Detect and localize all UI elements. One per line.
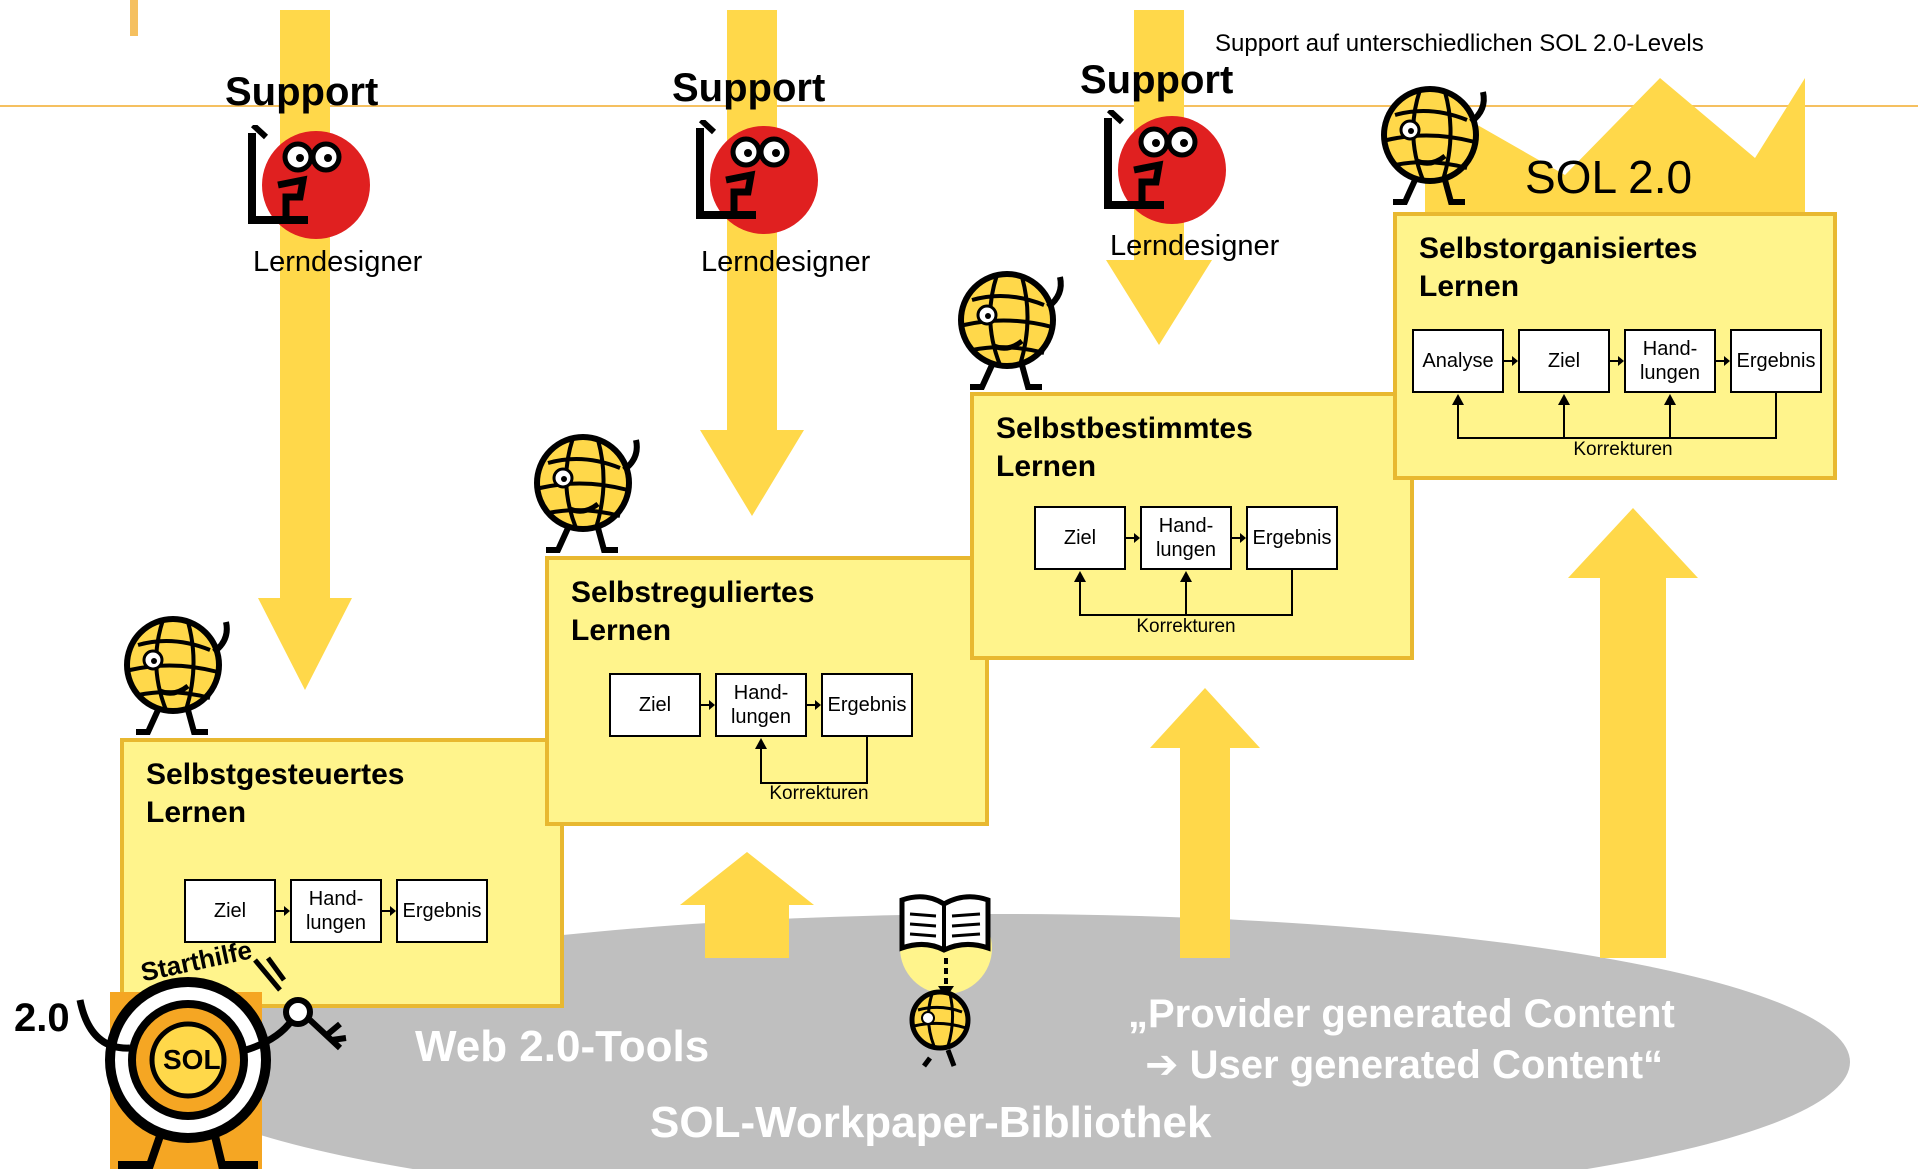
level-box-selbstorganisiert: Selbstorganisiertes Lernen Analyse Ziel … bbox=[1393, 212, 1837, 480]
level-title: Selbstbestimmtes Lernen bbox=[996, 412, 1253, 483]
step-analyse: Analyse bbox=[1412, 329, 1504, 393]
web-tools-label: Web 2.0-Tools bbox=[415, 1022, 710, 1071]
up-arrow-content-1 bbox=[1150, 688, 1260, 958]
sol-level-label: SOL 2.0 bbox=[1525, 151, 1693, 203]
globe-mascot-icon bbox=[124, 616, 230, 735]
level-box-selbstgesteuert: Selbstgesteuertes Lernen Ziel Hand-lunge… bbox=[120, 738, 564, 1008]
level-title: Selbstgesteuertes Lernen bbox=[146, 758, 405, 829]
lerndesigner-label: Lerndesigner bbox=[253, 246, 423, 278]
step-ergebnis: Ergebnis bbox=[1730, 329, 1822, 393]
up-arrow-web-tools bbox=[680, 852, 814, 958]
korrekturen-label: Korrekturen bbox=[1573, 439, 1673, 460]
support-label: Support bbox=[1080, 58, 1234, 102]
starthilfe-figure-icon bbox=[76, 956, 347, 1169]
korrekturen-label: Korrekturen bbox=[769, 783, 869, 804]
header-accent-bar bbox=[130, 0, 138, 36]
step-ziel: Ziel bbox=[1034, 506, 1126, 570]
support-person-icon bbox=[1104, 110, 1226, 224]
up-arrow-content-2 bbox=[1568, 508, 1698, 958]
logo-sol-label: SOL bbox=[163, 1044, 221, 1075]
level-title: Selbstreguliertes Lernen bbox=[571, 576, 815, 647]
book-icon bbox=[899, 894, 992, 1068]
level-box-selbstbestimmt: Selbstbestimmtes Lernen Ziel Hand-lungen… bbox=[970, 392, 1414, 660]
library-label: SOL-Workpaper-Bibliothek bbox=[650, 1098, 1212, 1147]
lerndesigner-label: Lerndesigner bbox=[1110, 230, 1280, 262]
support-label: Support bbox=[672, 66, 826, 110]
support-label: Support bbox=[225, 70, 379, 114]
support-person-icon bbox=[248, 125, 370, 239]
step-handlungen: Hand-lungen bbox=[290, 879, 382, 943]
logo-version-label: 2.0 bbox=[14, 996, 70, 1040]
step-connectors bbox=[701, 700, 868, 784]
diagram-caption: Support auf unterschiedlichen SOL 2.0-Le… bbox=[1215, 30, 1704, 57]
korrekturen-label: Korrekturen bbox=[1136, 616, 1236, 637]
step-ergebnis: Ergebnis bbox=[821, 673, 913, 737]
step-handlungen: Hand-lungen bbox=[715, 673, 807, 737]
step-ergebnis: Ergebnis bbox=[396, 879, 488, 943]
step-connectors bbox=[1452, 356, 1777, 439]
support-person-icon bbox=[696, 120, 818, 234]
step-ziel: Ziel bbox=[1518, 329, 1610, 393]
step-connectors bbox=[1074, 533, 1293, 616]
globe-mascot-icon bbox=[534, 434, 640, 553]
step-ziel: Ziel bbox=[184, 879, 276, 943]
step-handlungen: Hand-lungen bbox=[1624, 329, 1716, 393]
provider-content-line2: ➔ User generated Content“ bbox=[1145, 1043, 1664, 1087]
base-ellipse bbox=[150, 914, 1850, 1169]
step-ziel: Ziel bbox=[609, 673, 701, 737]
provider-content-line1: „Provider generated Content bbox=[1128, 992, 1675, 1036]
step-connectors bbox=[276, 906, 396, 916]
level-title: Selbstorganisiertes Lernen bbox=[1419, 232, 1698, 303]
step-handlungen: Hand-lungen bbox=[1140, 506, 1232, 570]
globe-mascot-icon bbox=[958, 271, 1064, 390]
level-box-selbstreguliert: Selbstreguliertes Lernen Ziel Hand-lunge… bbox=[545, 556, 989, 826]
globe-mascot-icon bbox=[1381, 86, 1487, 205]
support-arrow-2 bbox=[700, 10, 804, 516]
step-ergebnis: Ergebnis bbox=[1246, 506, 1338, 570]
lerndesigner-label: Lerndesigner bbox=[701, 246, 871, 278]
sol-crown bbox=[1425, 78, 1805, 215]
